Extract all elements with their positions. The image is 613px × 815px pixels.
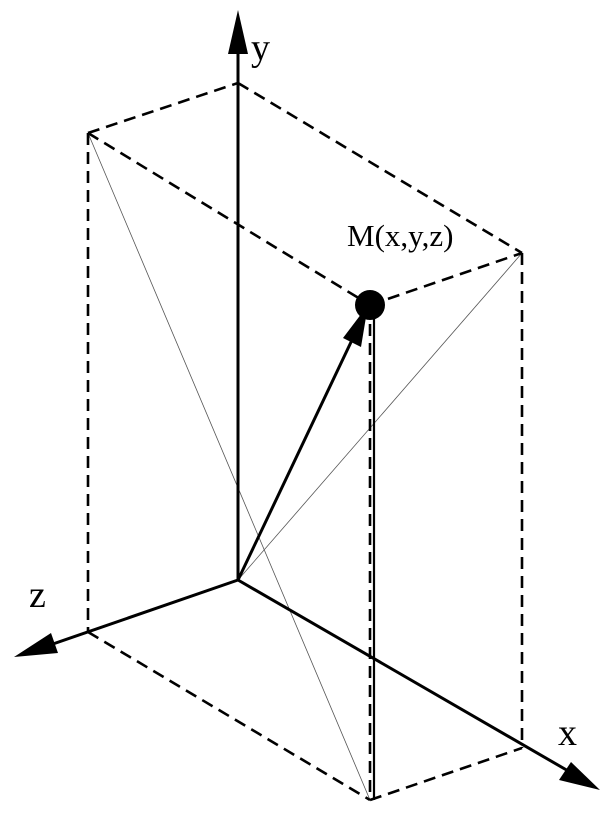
z-axis-label: z — [29, 574, 46, 616]
x-axis-label: x — [558, 712, 577, 754]
z-axis-arrowhead — [14, 633, 58, 657]
box-edge-top-left — [87, 131, 371, 307]
point-m-label: M(x,y,z) — [347, 218, 453, 253]
diagonal-top-left-to-bottom-front — [87, 132, 371, 801]
x-axis-line — [237, 578, 571, 774]
z-axis-line — [49, 578, 239, 647]
box-edge-bottom-left — [87, 630, 371, 802]
box-edge-top-back — [87, 81, 239, 135]
position-vector-line — [236, 339, 354, 581]
y-axis-arrowhead — [228, 10, 248, 54]
y-axis-label: y — [251, 27, 270, 69]
x-axis-arrowhead — [559, 762, 600, 790]
diagonal-origin-to-top-right — [237, 252, 523, 581]
box-edge-bottom-right — [369, 746, 523, 802]
box-edge-top-front — [369, 251, 523, 307]
box-edge-top-right — [237, 81, 523, 255]
point-m — [355, 290, 385, 320]
